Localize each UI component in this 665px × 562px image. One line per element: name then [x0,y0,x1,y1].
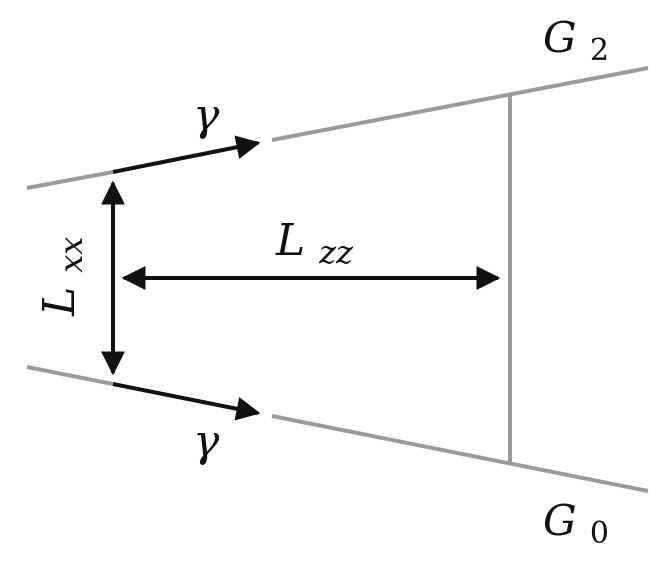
g0-label: G 0 [543,496,609,551]
g0-label-sub: 0 [590,516,609,551]
lower-right-boundary-line [271,414,649,493]
gamma-bottom-arrow [112,382,261,421]
gamma-top-label: γ [193,90,220,141]
g2-label-main: G [543,13,577,62]
gamma-top-arrow [112,135,261,174]
lxx-label-sub: xx [52,237,90,273]
g0-label-main: G [543,496,577,545]
gamma-bottom-label: γ [193,416,220,467]
lower-left-boundary-segment [26,365,114,386]
g2-label: G 2 [543,13,609,68]
upper-right-boundary-line [271,66,649,142]
lzz-label-sub: zz [318,233,354,271]
g2-label-sub: 2 [590,33,609,68]
lxx-label-main: L [34,287,85,317]
upper-left-boundary-segment [26,170,114,190]
lzz-label-main: L [275,215,305,266]
lxx-label: L xx [34,237,90,317]
lzz-label: L zz [275,215,354,271]
